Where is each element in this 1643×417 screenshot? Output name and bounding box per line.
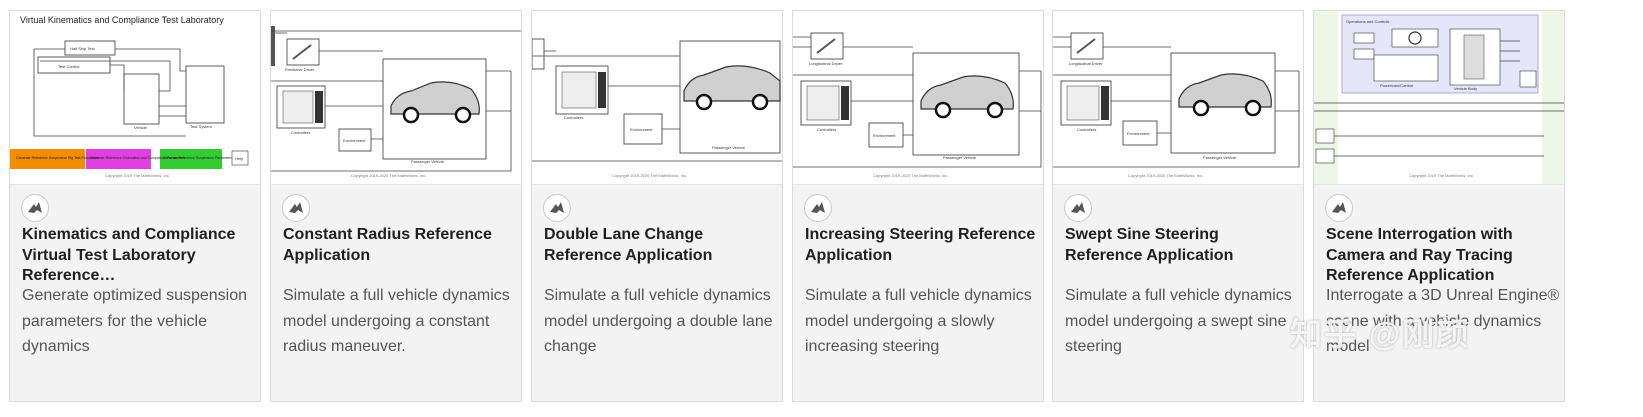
svg-text:Vehicle: Vehicle	[134, 125, 148, 130]
watermark: 知乎 @刚颜	[1290, 316, 1471, 352]
mathworks-logo-icon	[543, 194, 571, 222]
card-thumbnail: Longitudinal Driver Controllers Environm…	[793, 11, 1043, 185]
svg-text:Passenger Vehicle: Passenger Vehicle	[1203, 155, 1237, 160]
svg-text:Passenger Vehicle: Passenger Vehicle	[411, 159, 445, 164]
svg-text:Test Control: Test Control	[58, 64, 79, 69]
mathworks-logo-icon	[804, 194, 832, 222]
mathworks-logo-icon	[21, 194, 49, 222]
mathworks-logo-icon	[1325, 194, 1353, 222]
card-thumbnail: Virtual Kinematics and Compliance Test L…	[10, 11, 260, 185]
svg-text:Vehicle Body: Vehicle Body	[1454, 86, 1477, 91]
example-card-constant-radius[interactable]: Predictive Driver Controllers Environmen…	[270, 10, 522, 402]
svg-text:Controllers: Controllers	[817, 127, 836, 132]
example-card-kc[interactable]: Virtual Kinematics and Compliance Test L…	[9, 10, 261, 402]
card-description: Interrogate a 3D Unreal Engine® scene wi…	[1326, 287, 1560, 355]
svg-text:Longitudinal Driver: Longitudinal Driver	[1069, 61, 1103, 66]
svg-text:Controllers: Controllers	[291, 130, 310, 135]
mathworks-logo-icon	[282, 194, 310, 222]
svg-text:Test System: Test System	[190, 124, 212, 129]
svg-text:Predictive Driver: Predictive Driver	[285, 67, 315, 72]
svg-text:Environment: Environment	[343, 138, 366, 143]
card-description: Simulate a full vehicle dynamics model u…	[544, 287, 773, 355]
card-description: Simulate a full vehicle dynamics model u…	[283, 287, 510, 355]
svg-text:Copyright 2019-2020 The MathWo: Copyright 2019-2020 The MathWorks, Inc.	[351, 173, 426, 178]
svg-text:Operations and Controls: Operations and Controls	[1346, 19, 1389, 24]
example-card-increasing-steering[interactable]: Longitudinal Driver Controllers Environm…	[792, 10, 1044, 402]
svg-text:Environment: Environment	[873, 133, 896, 138]
card-title[interactable]: Scene Interrogation with Camera and Ray …	[1326, 226, 1513, 284]
card-thumbnail: Longitudinal Driver Controllers Environm…	[1053, 11, 1303, 185]
svg-text:Controllers: Controllers	[564, 115, 583, 120]
example-card-double-lane-change[interactable]: Controllers Environment Passenger Vehicl…	[531, 10, 783, 402]
card-description: Simulate a full vehicle dynamics model u…	[805, 287, 1032, 355]
svg-text:Copyright 2019-2020 The MathWo: Copyright 2019-2020 The MathWorks, Inc.	[612, 173, 687, 178]
svg-text:Copyright 2019 The MathWorks,: Copyright 2019 The MathWorks, Inc.	[1409, 173, 1474, 178]
svg-text:Passenger Vehicle: Passenger Vehicle	[943, 155, 977, 160]
card-thumbnail: Controllers Environment Passenger Vehicl…	[532, 11, 782, 185]
svg-text:Help: Help	[235, 156, 244, 161]
card-description: Simulate a full vehicle dynamics model u…	[1065, 287, 1292, 355]
card-thumbnail: Operations and Controls Powertrain/Contr…	[1314, 11, 1564, 185]
svg-text:Longitudinal Driver: Longitudinal Driver	[809, 61, 843, 66]
card-description: Generate optimized suspension parameters…	[22, 287, 248, 355]
svg-text:Copyright 2019 The MathWorks,: Copyright 2019 The MathWorks, Inc.	[105, 173, 170, 178]
card-title[interactable]: Kinematics and Compliance Virtual Test L…	[22, 226, 236, 284]
card-title[interactable]: Swept Sine Steering Reference Applicatio…	[1065, 226, 1234, 264]
card-title[interactable]: Double Lane Change Reference Application	[544, 226, 713, 264]
card-thumbnail: Predictive Driver Controllers Environmen…	[271, 11, 521, 185]
svg-text:Generate Reference Kinematics: Generate Reference Kinematics and Compli…	[90, 156, 185, 160]
card-title[interactable]: Increasing Steering Reference Applicatio…	[805, 226, 1036, 264]
svg-text:Copyright 2019-2020 The MathWo: Copyright 2019-2020 The MathWorks, Inc.	[1128, 173, 1203, 178]
svg-text:Environment: Environment	[630, 127, 653, 132]
svg-text:Controllers: Controllers	[1077, 127, 1096, 132]
svg-text:Powertrain/Control: Powertrain/Control	[1380, 83, 1413, 88]
svg-text:Passenger Vehicle: Passenger Vehicle	[712, 145, 746, 150]
thumb-title: Virtual Kinematics and Compliance Test L…	[20, 15, 224, 25]
svg-text:Half Ship Test: Half Ship Test	[70, 46, 95, 51]
example-card-scene-interrogation[interactable]: Operations and Controls Powertrain/Contr…	[1313, 10, 1565, 402]
card-title[interactable]: Constant Radius Reference Application	[283, 226, 492, 264]
svg-text:Copyright 2019-2020 The MathWo: Copyright 2019-2020 The MathWorks, Inc.	[873, 173, 948, 178]
svg-text:Generate Reference Suspension: Generate Reference Suspension Parameters	[163, 156, 233, 160]
example-card-swept-sine[interactable]: Longitudinal Driver Controllers Environm…	[1052, 10, 1304, 402]
svg-text:Environment: Environment	[1127, 131, 1150, 136]
mathworks-logo-icon	[1064, 194, 1092, 222]
svg-text:Generate Reference Suspension: Generate Reference Suspension Rig Test P…	[16, 156, 100, 160]
